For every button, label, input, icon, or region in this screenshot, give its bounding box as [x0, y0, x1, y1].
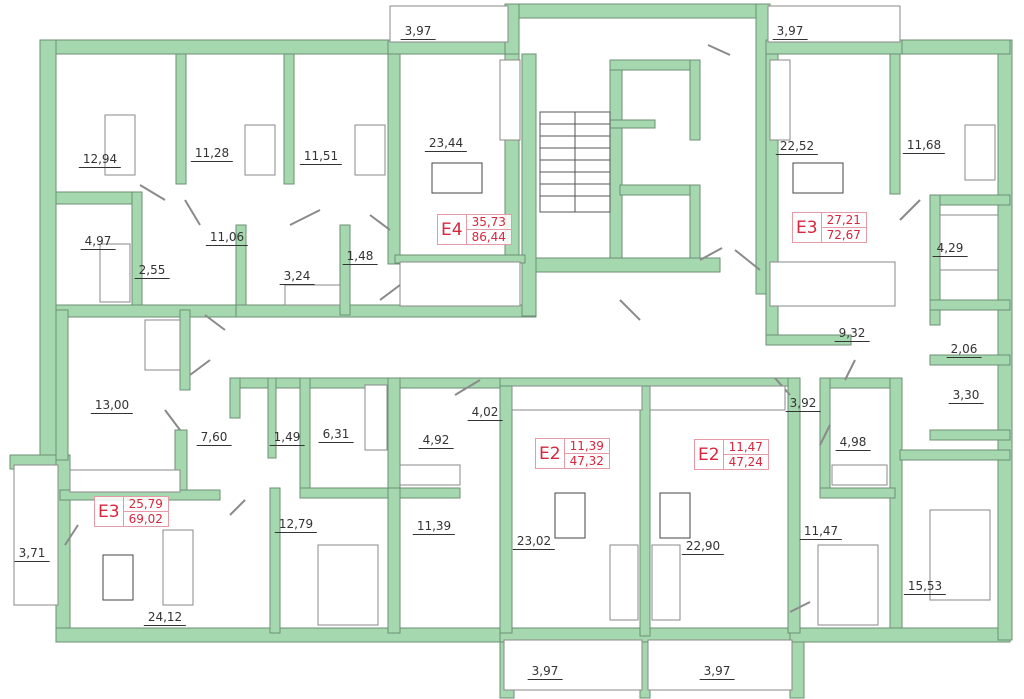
room-area: 3,30 [948, 388, 984, 404]
room-area: 11,47 [799, 524, 843, 540]
room-area: 22,52 [775, 139, 819, 155]
room-area: 6,31 [318, 427, 354, 443]
total-area: 47,32 [569, 454, 604, 468]
room-area: 4,97 [80, 234, 116, 250]
room-area: 11,68 [902, 138, 946, 154]
living-area: 35,73 [466, 215, 511, 230]
room-area: 1,48 [342, 249, 378, 265]
room-area: 3,92 [785, 396, 821, 412]
total-area: 47,24 [728, 455, 763, 469]
room-area-balcony: 3,71 [14, 546, 50, 562]
living-area: 27,21 [821, 213, 866, 228]
room-area: 24,12 [143, 610, 187, 626]
room-area-balcony: 3,97 [527, 664, 563, 680]
room-area: 4,29 [932, 241, 968, 257]
total-area: 69,02 [128, 512, 163, 526]
room-area: 3,24 [279, 269, 315, 285]
room-area: 4,92 [418, 433, 454, 449]
room-area: 9,32 [834, 326, 870, 342]
apartment-code: E3 [793, 213, 822, 242]
room-area: 15,53 [903, 579, 947, 595]
room-area: 12,79 [274, 517, 318, 533]
room-area: 11,28 [190, 146, 234, 162]
total-area: 86,44 [471, 230, 506, 244]
living-area: 25,79 [123, 497, 168, 512]
room-area: 23,44 [424, 136, 468, 152]
total-area: 72,67 [826, 228, 861, 242]
room-area: 13,00 [90, 398, 134, 414]
room-area: 2,06 [946, 342, 982, 358]
room-area-balcony: 3,97 [400, 24, 436, 40]
room-area: 11,51 [299, 149, 343, 165]
room-area-balcony: 3,97 [772, 24, 808, 40]
room-area: 12,94 [78, 152, 122, 168]
apartment-code: E2 [536, 439, 565, 468]
apartment-code: E2 [695, 440, 724, 469]
apartment-code: E3 [95, 497, 124, 526]
room-area: 4,02 [467, 405, 503, 421]
room-area-balcony: 3,97 [699, 664, 735, 680]
room-area: 7,60 [196, 430, 232, 446]
room-area: 11,39 [412, 519, 456, 535]
apartment-code: E4 [438, 215, 467, 244]
room-area: 23,02 [512, 534, 556, 550]
room-area: 11,06 [205, 230, 249, 246]
room-area: 1,49 [269, 430, 305, 446]
room-area: 4,98 [835, 435, 871, 451]
room-area: 22,90 [681, 539, 725, 555]
room-area: 2,55 [134, 263, 170, 279]
living-area: 11,39 [564, 439, 609, 454]
living-area: 11,47 [723, 440, 768, 455]
